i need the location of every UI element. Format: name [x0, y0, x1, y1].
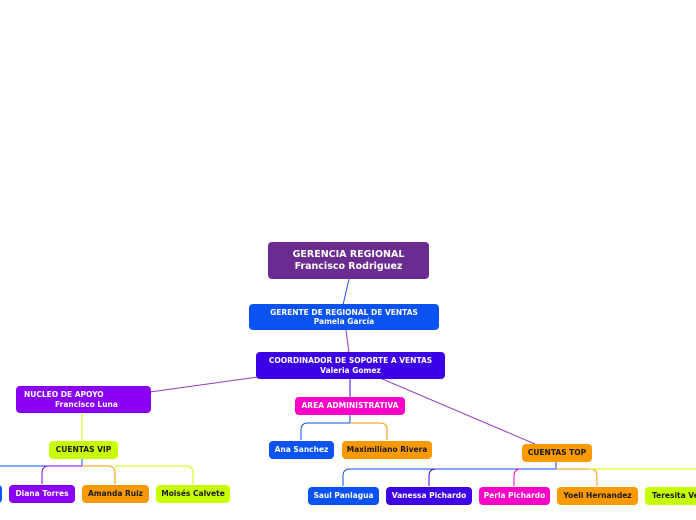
- node-gerente-ventas-title: GERENTE DE REGIONAL DE VENTAS: [270, 307, 418, 317]
- connector-vip-left: [0, 459, 83, 467]
- node-cuentas-top-label: CUENTAS TOP: [527, 448, 587, 458]
- node-nucleo-title: NUCLEO DE APOYO: [24, 390, 104, 400]
- node-moises-calvete-label: Moisés Calvete: [161, 489, 225, 499]
- connector-top-yoeli: [556, 468, 598, 486]
- connector-top-saul: [342, 461, 557, 486]
- node-nucleo-de-apoyo[interactable]: NUCLEO DE APOYO Francisco Luna: [16, 386, 151, 413]
- node-cuentas-vip[interactable]: CUENTAS VIP: [49, 441, 118, 459]
- node-amanda-ruiz-label: Amanda Ruiz: [87, 489, 144, 499]
- node-gerencia-regional-person: Francisco Rodriguez: [294, 260, 403, 272]
- node-saul-panlagua[interactable]: Saul Panlagua: [308, 487, 379, 505]
- node-perla-pichardo-label: Perla Pichardo: [483, 491, 546, 501]
- node-diana-torres-label: Diana Torres: [15, 489, 69, 499]
- node-teresita-label: Teresita Ve: [652, 491, 696, 501]
- node-amanda-ruiz[interactable]: Amanda Ruiz: [82, 485, 149, 503]
- connector-top-vanessa: [428, 468, 437, 486]
- node-coordinador-title: COORDINADOR DE SOPORTE A VENTAS: [268, 356, 433, 366]
- connector-area-ana: [300, 415, 351, 440]
- node-saul-panlagua-label: Saul Panlagua: [313, 491, 374, 501]
- connector-area-maximiliano: [350, 422, 388, 440]
- node-cuentas-vip-label: CUENTAS VIP: [55, 445, 112, 455]
- node-coordinador-person: Valeria Gomez: [320, 365, 381, 375]
- node-offscreen-left[interactable]: [0, 485, 2, 503]
- node-maximiliano-rivera-label: Maximiliano Rivera: [346, 445, 428, 455]
- connector-gerente-coordinador: [345, 329, 350, 354]
- node-perla-pichardo[interactable]: Perla Pichardo: [479, 487, 550, 505]
- node-area-administrativa[interactable]: AREA ADMINISTRATIVA: [295, 397, 405, 415]
- node-cuentas-top[interactable]: CUENTAS TOP: [522, 444, 592, 462]
- node-coordinador-soporte-ventas[interactable]: COORDINADOR DE SOPORTE A VENTAS Valeria …: [256, 352, 445, 379]
- node-gerencia-regional[interactable]: GERENCIA REGIONAL Francisco Rodriguez: [268, 242, 429, 279]
- node-maximiliano-rivera[interactable]: Maximiliano Rivera: [342, 441, 432, 459]
- node-moises-calvete[interactable]: Moisés Calvete: [156, 485, 230, 503]
- node-ana-sanchez-label: Ana Sanchez: [274, 445, 329, 455]
- node-gerencia-regional-title: GERENCIA REGIONAL: [292, 248, 405, 260]
- connector-top-perla: [513, 468, 522, 486]
- connector-coordinador-nucleo: [149, 376, 259, 393]
- connector-vip-diana: [41, 465, 82, 484]
- connector-root-gerente: [342, 278, 350, 306]
- node-area-administrativa-label: AREA ADMINISTRATIVA: [301, 401, 399, 411]
- node-gerente-ventas-person: Pamela García: [313, 317, 375, 326]
- node-ana-sanchez[interactable]: Ana Sanchez: [269, 441, 334, 459]
- node-nucleo-person: Francisco Luna: [55, 399, 118, 409]
- node-diana-torres[interactable]: Diana Torres: [9, 485, 75, 503]
- node-yoeli-hernandez[interactable]: Yoeli Hernandez: [557, 487, 638, 505]
- node-vanessa-pichardo[interactable]: Vanessa Pichardo: [386, 487, 472, 505]
- node-yoeli-hernandez-label: Yoeli Hernandez: [563, 491, 632, 501]
- node-teresita[interactable]: Teresita Ve: [645, 487, 696, 505]
- node-vanessa-pichardo-label: Vanessa Pichardo: [391, 491, 467, 501]
- connector-vip-amanda: [82, 465, 116, 484]
- connector-vip-moises: [115, 465, 194, 484]
- node-gerente-regional-ventas[interactable]: GERENTE DE REGIONAL DE VENTAS Pamela Gar…: [249, 304, 439, 330]
- connector-coordinador-cuentas-top: [379, 377, 536, 445]
